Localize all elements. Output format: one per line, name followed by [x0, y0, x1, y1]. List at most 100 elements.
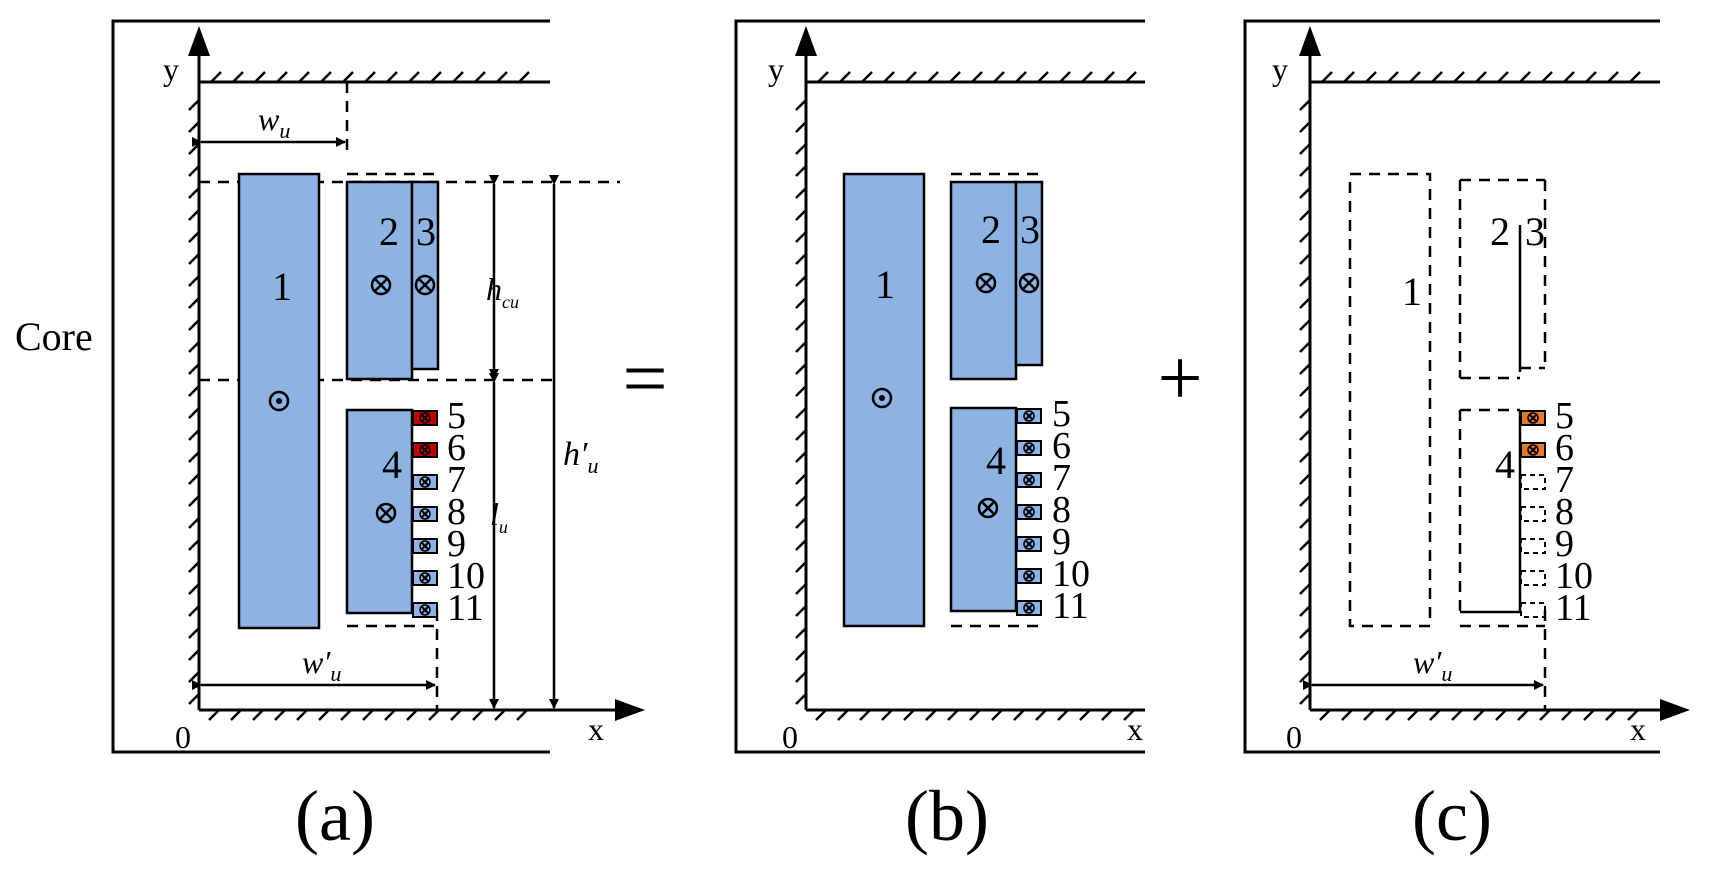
coil-label-1: 1 [272, 264, 292, 309]
hatch-mark [1539, 709, 1551, 721]
coil-label-3: 3 [1020, 207, 1040, 252]
turn-11 [1520, 602, 1546, 618]
core-label: Core [15, 314, 93, 359]
current-in-icon [1527, 412, 1539, 424]
hatch-mark [408, 71, 420, 83]
hatch-mark [1101, 709, 1113, 721]
current-in-icon [1023, 474, 1035, 486]
hatch-mark [1079, 709, 1091, 721]
hatch-mark [1299, 671, 1311, 683]
hcu-label: hcu [486, 271, 519, 312]
hatch-mark [340, 709, 352, 721]
hatch-mark [795, 341, 807, 353]
hatch-mark [1013, 709, 1025, 721]
hatch-mark [210, 71, 222, 83]
coil-label-3: 3 [416, 209, 436, 254]
hatch-mark [795, 583, 807, 595]
hatch-mark [1037, 71, 1049, 83]
cross-mark [421, 414, 429, 422]
origin-label: 0 [175, 719, 191, 755]
current-in-icon [419, 572, 431, 584]
hatch-mark [795, 297, 807, 309]
turn-10 [1520, 570, 1546, 586]
turn-label-7: 7 [1052, 457, 1071, 499]
hatch-mark [905, 71, 917, 83]
x-axis-arrow-icon [615, 699, 645, 721]
hatch-mark [1299, 165, 1311, 177]
hatch-mark [1059, 71, 1071, 83]
hatch-mark [1321, 71, 1333, 83]
hatch-mark [276, 71, 288, 83]
hatch-mark [1299, 319, 1311, 331]
hatch-mark [188, 539, 200, 551]
hatch-mark [1035, 709, 1047, 721]
hatch-mark [795, 385, 807, 397]
hatch-mark [1015, 71, 1027, 83]
hatch-mark [474, 71, 486, 83]
turn-label-11: 11 [1555, 587, 1592, 629]
hatch-mark [1103, 71, 1115, 83]
hatch-mark [472, 709, 484, 721]
hatch-mark [903, 709, 915, 721]
hatch-mark [927, 71, 939, 83]
cross-mark [1529, 414, 1537, 422]
coil-label-1: 1 [1402, 269, 1422, 314]
panel-caption-a: (a) [295, 776, 375, 856]
hatch-mark [1299, 363, 1311, 375]
turn-label-9: 9 [447, 523, 466, 565]
hatch-mark [795, 539, 807, 551]
hatch-mark [428, 709, 440, 721]
coil-label-2: 2 [1490, 209, 1510, 254]
hatch-mark [1451, 709, 1463, 721]
hatch-mark [188, 473, 200, 485]
hatch-mark [859, 709, 871, 721]
hatch-mark [1299, 473, 1311, 485]
turn-label-7: 7 [447, 459, 466, 501]
hatch-mark [188, 253, 200, 265]
hatch-mark [1363, 709, 1375, 721]
hatching [1299, 71, 1641, 721]
hatch-mark [1299, 143, 1311, 155]
hatch-mark [1057, 709, 1069, 721]
hatch-mark [795, 407, 807, 419]
hatch-mark [188, 517, 200, 529]
hatch-mark [1341, 709, 1353, 721]
hatch-mark [1429, 709, 1441, 721]
hatch-mark [1299, 451, 1311, 463]
turn-label-6: 6 [1555, 427, 1574, 469]
hatch-mark [1431, 71, 1443, 83]
coil-4 [949, 406, 1018, 613]
hatch-mark [795, 253, 807, 265]
current-in-icon [419, 412, 431, 424]
hatch-mark [188, 297, 200, 309]
hatch-mark [188, 341, 200, 353]
hatch-mark [1299, 341, 1311, 353]
hatch-mark [1365, 71, 1377, 83]
hatch-mark [1299, 297, 1311, 309]
hatch-mark [837, 709, 849, 721]
hatch-mark [188, 363, 200, 375]
hatch-mark [795, 363, 807, 375]
core-window-frame [111, 19, 550, 754]
hatch-mark [795, 121, 807, 133]
hatch-mark [1585, 71, 1597, 83]
cross-mark [421, 446, 429, 454]
turn-label-6: 6 [447, 427, 466, 469]
hatch-mark [1563, 71, 1575, 83]
hatch-mark [795, 209, 807, 221]
plus-sign: + [1157, 335, 1202, 423]
hatch-mark [795, 165, 807, 177]
hatch-mark [1385, 709, 1397, 721]
hatch-mark [1299, 495, 1311, 507]
hatch-mark [1475, 71, 1487, 83]
hatch-mark [817, 71, 829, 83]
hatch-mark [1299, 649, 1311, 661]
hatch-mark [188, 407, 200, 419]
coil-label-4: 4 [382, 442, 402, 487]
hatch-mark [188, 385, 200, 397]
turn-7 [1520, 474, 1546, 490]
hatch-mark [1627, 709, 1639, 721]
